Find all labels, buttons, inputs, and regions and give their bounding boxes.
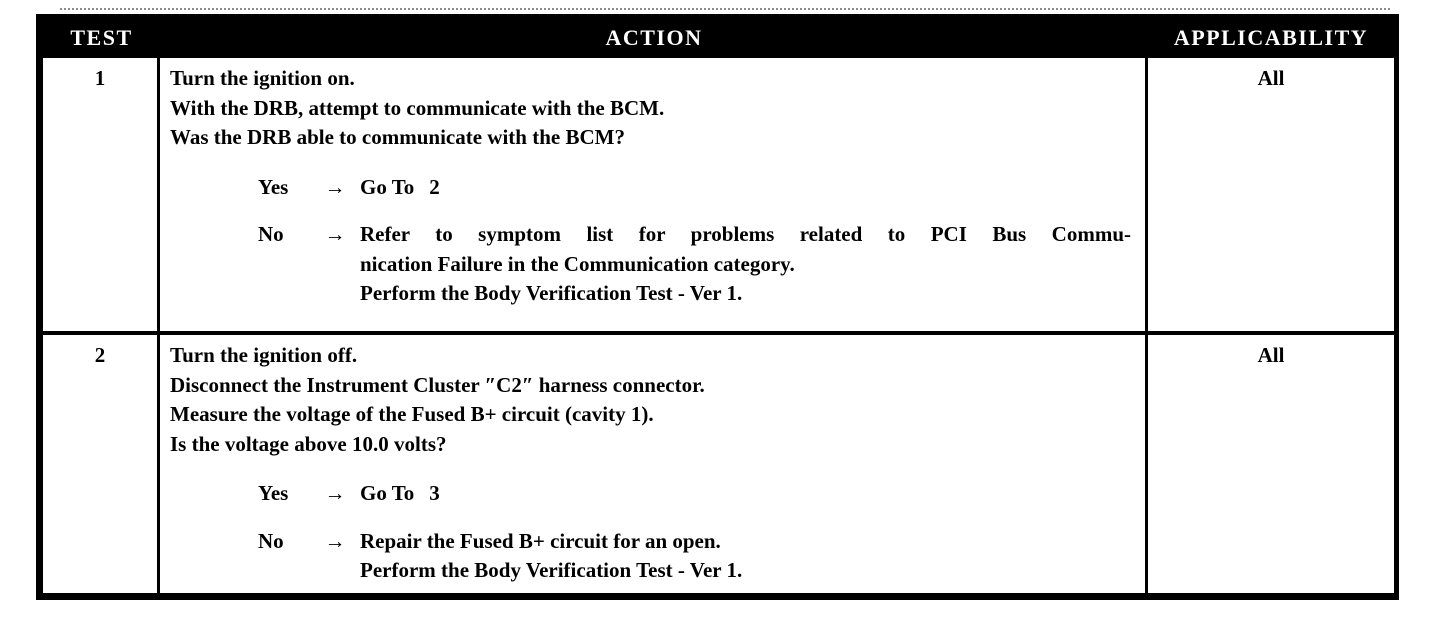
branch-label-no: No bbox=[258, 528, 284, 553]
test-number: 2 bbox=[94, 343, 106, 367]
test-number-cell: 1 bbox=[43, 58, 160, 331]
branch-label-no: No bbox=[258, 222, 284, 246]
action-line: Is the voltage above 10.0 volts? bbox=[170, 431, 447, 456]
test-number-cell: 2 bbox=[43, 331, 160, 593]
right-arrow-icon: → bbox=[324, 174, 346, 199]
goto-label: Go To bbox=[360, 481, 415, 505]
action-line: Turn the ignition on. bbox=[170, 66, 355, 90]
branch-result: Refer to symptom list for problems relat… bbox=[360, 220, 1131, 309]
branch-label-yes: Yes bbox=[258, 481, 289, 505]
action-cell: Turn the ignition off. Disconnect the In… bbox=[160, 331, 1148, 593]
column-header-action: ACTION bbox=[605, 24, 703, 50]
result-line: Refer to symptom list for problems relat… bbox=[360, 222, 1131, 246]
action-line: With the DRB, attempt to communicate wit… bbox=[170, 95, 665, 120]
goto-target: 3 bbox=[429, 481, 440, 505]
right-arrow-icon: → bbox=[324, 528, 346, 553]
action-cell: Turn the ignition on. With the DRB, atte… bbox=[160, 58, 1148, 331]
applicability-value: All bbox=[1257, 343, 1285, 367]
result-line: Perform the Body Verification Test - Ver… bbox=[360, 558, 743, 582]
action-line: Turn the ignition off. bbox=[170, 343, 358, 367]
right-arrow-icon: → bbox=[324, 222, 346, 246]
action-line: Disconnect the Instrument Cluster ″C2″ h… bbox=[170, 372, 705, 397]
yes-branch: Yes → Go To 2 bbox=[258, 173, 1131, 203]
goto-label: Go To bbox=[360, 174, 415, 199]
diagnostic-test-table: TEST ACTION APPLICABILITY 1 Turn the ign… bbox=[36, 14, 1399, 600]
right-arrow-icon: → bbox=[324, 481, 346, 505]
result-line: Perform the Body Verification Test - Ver… bbox=[360, 281, 743, 305]
test-number: 1 bbox=[94, 66, 106, 90]
branch-label-yes: Yes bbox=[258, 174, 289, 199]
column-header-test: TEST bbox=[70, 24, 133, 50]
goto-target: 2 bbox=[429, 174, 440, 199]
no-branch: No → Repair the Fused B+ circuit for an … bbox=[258, 527, 1131, 586]
applicability-cell: All bbox=[1148, 58, 1394, 331]
branch-result: Repair the Fused B+ circuit for an open.… bbox=[360, 527, 1131, 586]
result-line: Repair the Fused B+ circuit for an open. bbox=[360, 528, 721, 553]
branch-result: Go To 2 bbox=[360, 173, 1131, 203]
branch-result: Go To 3 bbox=[360, 479, 1131, 509]
scan-noise-artifact bbox=[60, 8, 1390, 10]
action-line: Was the DRB able to communicate with the… bbox=[170, 125, 625, 149]
result-line: nication Failure in the Communication ca… bbox=[360, 251, 795, 276]
yes-branch: Yes → Go To 3 bbox=[258, 479, 1131, 509]
column-header-applicability: APPLICABILITY bbox=[1173, 24, 1369, 50]
table-header-row: TEST ACTION APPLICABILITY bbox=[43, 17, 1394, 58]
no-branch: No → Refer to symptom list for problems … bbox=[258, 220, 1131, 309]
applicability-cell: All bbox=[1148, 331, 1394, 593]
action-line: Measure the voltage of the Fused B+ circ… bbox=[170, 402, 654, 426]
applicability-value: All bbox=[1257, 66, 1285, 90]
